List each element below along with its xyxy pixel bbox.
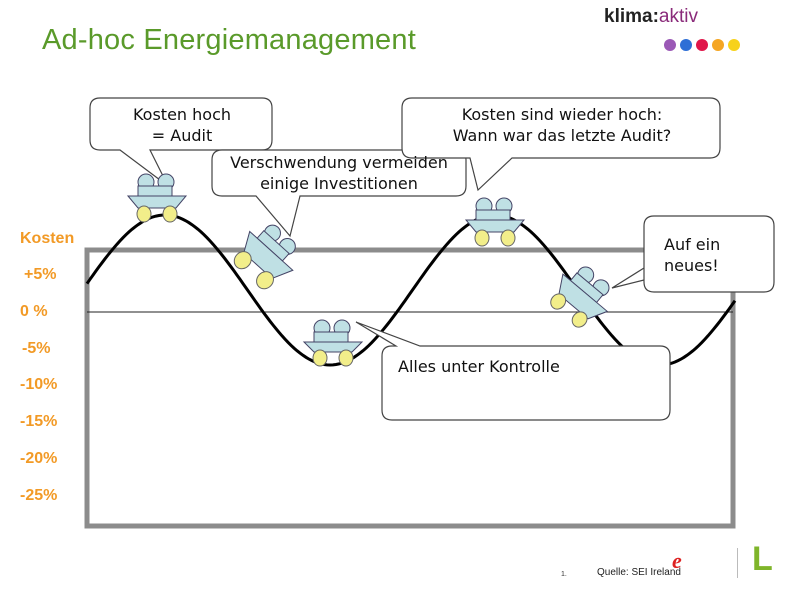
cart-icon	[302, 319, 364, 367]
logo-colon: :	[652, 6, 659, 27]
slide-title: Ad-hoc Energiemanagement	[42, 24, 416, 56]
logo-dot	[680, 39, 692, 51]
logo-bold-text: klima	[604, 6, 653, 27]
bubble-control	[355, 321, 671, 421]
bubble-again	[401, 97, 721, 192]
axis-label: 0 %	[20, 303, 48, 320]
bubble-restart-line2: neues!	[664, 256, 719, 275]
bubble-again-line1: Kosten sind wieder hoch:	[461, 105, 663, 124]
bubble-restart-line1: Auf ein	[664, 235, 721, 254]
logo-dots	[664, 38, 744, 56]
klima-aktiv-logo: klima:aktiv	[604, 6, 774, 56]
bubble-restart	[611, 215, 775, 293]
l-logo-icon: L	[752, 540, 773, 578]
axis-label: -20%	[20, 450, 58, 467]
page-number: 1.	[561, 571, 567, 578]
cart-icon	[550, 266, 610, 328]
logo-dot	[664, 39, 676, 51]
chart-frame	[84, 247, 736, 529]
bubble-control-text: Alles unter Kontrolle	[398, 356, 618, 377]
cart-icon	[464, 197, 526, 247]
bubble-control-line1: Alles unter Kontrolle	[398, 357, 560, 376]
bubble-waste-line2: einige Investitionen	[260, 174, 418, 193]
logo-dot	[696, 39, 708, 51]
axis-label: -15%	[20, 413, 58, 430]
axis-title: Kosten	[20, 230, 75, 247]
cart-icon	[233, 224, 296, 290]
bubble-again-line2: Wann war das letzte Audit?	[452, 126, 672, 145]
logo-dot	[712, 39, 724, 51]
logo-light-text: aktiv	[658, 6, 698, 27]
axis-label: -25%	[20, 487, 58, 504]
logo-dot	[728, 39, 740, 51]
bubble-again-text: Kosten sind wieder hoch: Wann war das le…	[408, 104, 716, 146]
bubble-audit	[89, 97, 273, 187]
source-note: Quelle: SEI Ireland	[597, 567, 681, 578]
axis-label: -5%	[22, 340, 51, 357]
bubble-audit-line1: Kosten hoch	[132, 105, 232, 124]
bubble-audit-line2: = Audit	[151, 126, 213, 145]
bubble-audit-text: Kosten hoch = Audit	[112, 104, 252, 146]
bubble-restart-text: Auf ein neues!	[650, 234, 760, 276]
cart-icon	[126, 173, 188, 223]
axis-label: +5%	[24, 266, 57, 283]
bubble-waste-text: Verschwendung vermeiden einige Investiti…	[212, 152, 466, 194]
axis-label: -10%	[20, 376, 58, 393]
bubble-waste-line1: Verschwendung vermeiden	[230, 153, 448, 172]
footer-divider	[737, 548, 738, 578]
e-logo-icon: e	[672, 548, 682, 573]
